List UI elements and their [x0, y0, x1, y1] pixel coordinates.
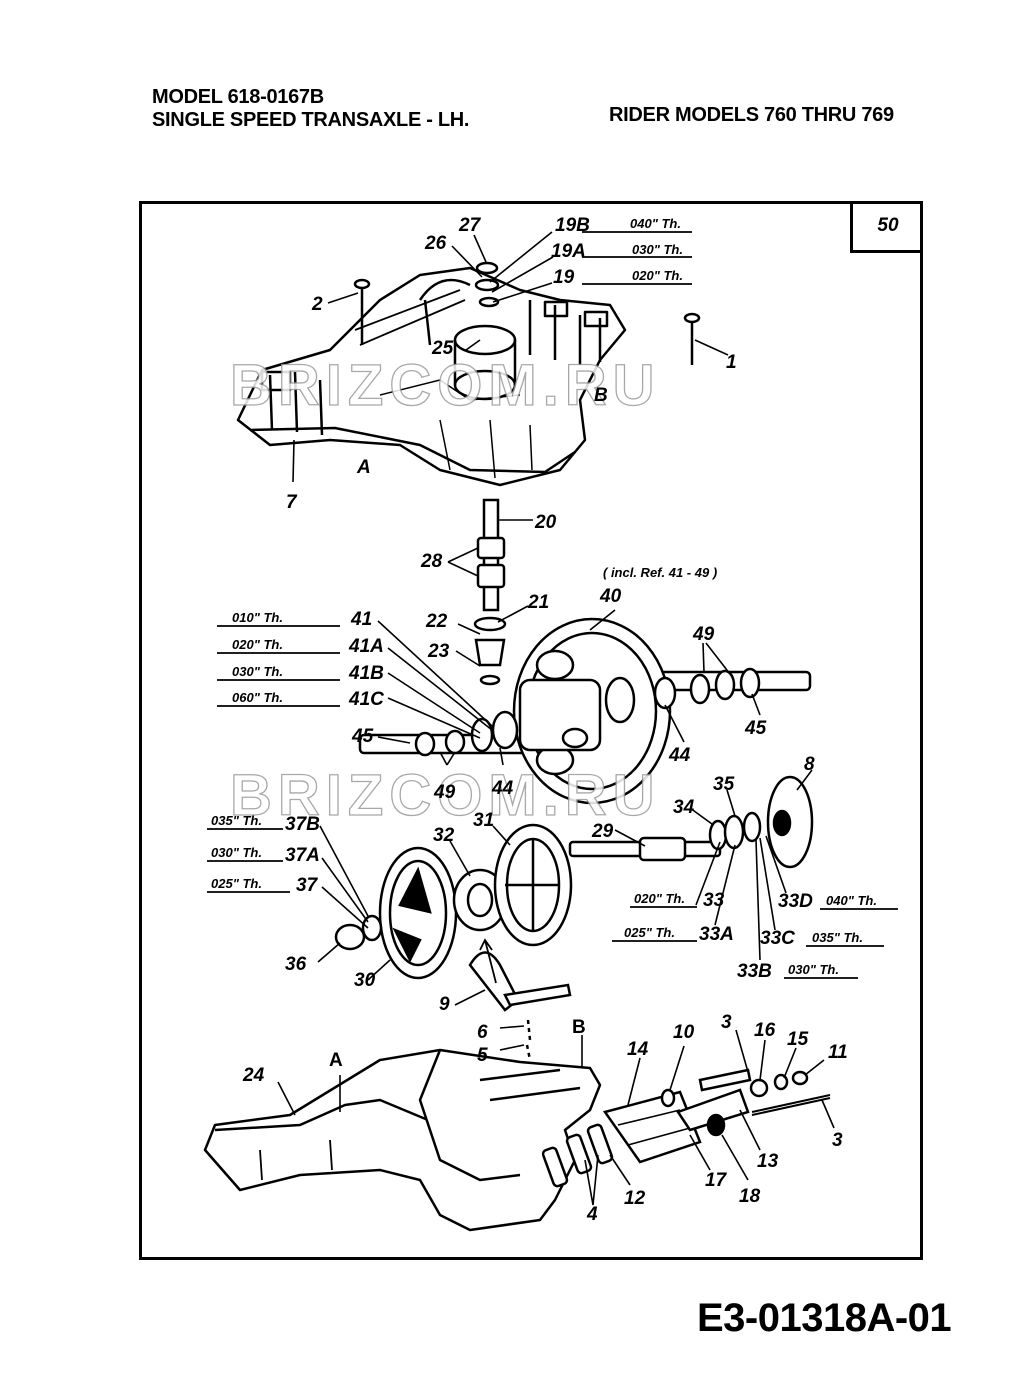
section-letter-b-bottom: B — [572, 1017, 586, 1038]
center-shaft-drawing — [473, 498, 507, 686]
callout-29: 29 — [591, 821, 614, 842]
thickness-19: 020" Th. — [632, 268, 683, 283]
section-letter-a-top: A — [356, 457, 371, 478]
callout-21: 21 — [527, 592, 549, 613]
callout-10: 10 — [673, 1022, 695, 1043]
callout-32: 32 — [433, 825, 455, 846]
callout-6: 6 — [477, 1022, 488, 1043]
callout-44-left: 44 — [491, 778, 514, 799]
gear-train-drawing — [334, 775, 814, 980]
callout-41a: 41A — [348, 636, 384, 657]
callout-12: 12 — [624, 1188, 646, 1209]
thickness-37: 025" Th. — [211, 876, 262, 891]
callout-44-right: 44 — [668, 745, 691, 766]
thickness-37b: 035" Th. — [211, 813, 262, 828]
included-refs-note: ( incl. Ref. 41 - 49 ) — [603, 565, 717, 580]
thickness-33c: 035" Th. — [812, 930, 863, 945]
callout-34: 34 — [673, 797, 695, 818]
callout-19a: 19A — [551, 241, 586, 262]
note-underlines — [207, 231, 898, 979]
leader-lines — [277, 231, 835, 1206]
thickness-33a: 025" Th. — [624, 925, 675, 940]
thickness-33d: 040" Th. — [826, 893, 877, 908]
callout-41c: 41C — [348, 689, 384, 710]
upper-fasteners-drawing — [353, 261, 701, 365]
thickness-19b: 040" Th. — [630, 216, 681, 231]
callout-23: 23 — [427, 641, 450, 662]
section-letter-b-top: B — [594, 385, 608, 406]
callout-4: 4 — [586, 1204, 598, 1225]
header-block: MODEL 618-0167B SINGLE SPEED TRANSAXLE -… — [152, 86, 469, 132]
callout-18: 18 — [739, 1186, 761, 1207]
callout-7: 7 — [286, 492, 298, 513]
callout-33a: 33A — [699, 924, 734, 945]
callout-33b: 33B — [737, 961, 772, 982]
thickness-41: 010" Th. — [232, 610, 283, 625]
callout-1: 1 — [726, 352, 737, 373]
callout-16: 16 — [754, 1020, 776, 1041]
callout-22: 22 — [425, 611, 448, 632]
callout-37b: 37B — [285, 814, 320, 835]
thickness-41b: 030" Th. — [232, 664, 283, 679]
callout-20: 20 — [534, 512, 557, 533]
callout-33c: 33C — [760, 928, 795, 949]
upper-housing-drawing — [236, 266, 627, 487]
callout-37: 37 — [296, 875, 319, 896]
thickness-33b: 030" Th. — [788, 962, 839, 977]
callout-24: 24 — [242, 1065, 265, 1086]
thickness-33: 020" Th. — [634, 891, 685, 906]
callout-33: 33 — [703, 890, 725, 911]
differential-drawing — [358, 617, 812, 805]
diagram-frame — [139, 201, 923, 1260]
callout-11: 11 — [828, 1042, 848, 1063]
page-number-box: 50 — [850, 201, 923, 253]
callout-3-top: 3 — [721, 1012, 732, 1033]
callout-3-bottom: 3 — [832, 1130, 843, 1151]
callout-5: 5 — [477, 1045, 488, 1066]
callout-28: 28 — [420, 551, 443, 572]
watermark-top: BRIZCOM.RU — [230, 353, 661, 418]
diagram-title: SINGLE SPEED TRANSAXLE - LH. — [152, 109, 470, 131]
callout-13: 13 — [757, 1151, 779, 1172]
rider-models-label: RIDER MODELS 760 THRU 769 — [609, 104, 894, 126]
callout-27: 27 — [458, 215, 482, 236]
callout-41b: 41B — [348, 663, 384, 684]
model-number: MODEL 618-0167B — [152, 86, 324, 108]
callout-31: 31 — [473, 810, 494, 831]
callout-40: 40 — [599, 586, 622, 607]
callout-33d: 33D — [778, 891, 813, 912]
document-code: E3-01318A-01 — [697, 1296, 952, 1340]
callout-45-right: 45 — [744, 718, 767, 739]
callout-2: 2 — [311, 294, 323, 315]
callout-30: 30 — [354, 970, 376, 991]
thickness-41a: 020" Th. — [232, 637, 283, 652]
part-callouts: 1 2 3 3 4 5 6 7 8 9 10 11 12 13 14 15 16… — [242, 215, 848, 1225]
callout-19b: 19B — [555, 215, 590, 236]
callout-26: 26 — [424, 233, 447, 254]
thickness-notes: 040" Th. 030" Th. 020" Th. 010" Th. 020"… — [211, 216, 877, 977]
thickness-41c: 060" Th. — [232, 690, 283, 705]
callout-35: 35 — [713, 774, 735, 795]
callout-41: 41 — [350, 609, 372, 630]
lower-parts-drawing — [541, 1068, 831, 1188]
section-letter-a-bottom: A — [329, 1050, 343, 1071]
callout-14: 14 — [627, 1039, 649, 1060]
shift-fork-drawing — [468, 951, 572, 1061]
callout-17: 17 — [705, 1170, 728, 1191]
callout-8: 8 — [804, 754, 815, 775]
callout-15: 15 — [787, 1029, 809, 1050]
callout-9: 9 — [439, 994, 450, 1015]
lower-housing-drawing — [203, 1048, 602, 1232]
callout-19: 19 — [553, 267, 575, 288]
thickness-37a: 030" Th. — [211, 845, 262, 860]
callout-49-left: 49 — [433, 782, 456, 803]
callout-37a: 37A — [285, 845, 320, 866]
watermark-middle: BRIZCOM.RU — [230, 763, 661, 828]
callout-49-right: 49 — [692, 624, 715, 645]
callout-25: 25 — [431, 338, 454, 359]
thickness-19a: 030" Th. — [632, 242, 683, 257]
callout-36: 36 — [285, 954, 307, 975]
callout-45-left: 45 — [351, 726, 374, 747]
